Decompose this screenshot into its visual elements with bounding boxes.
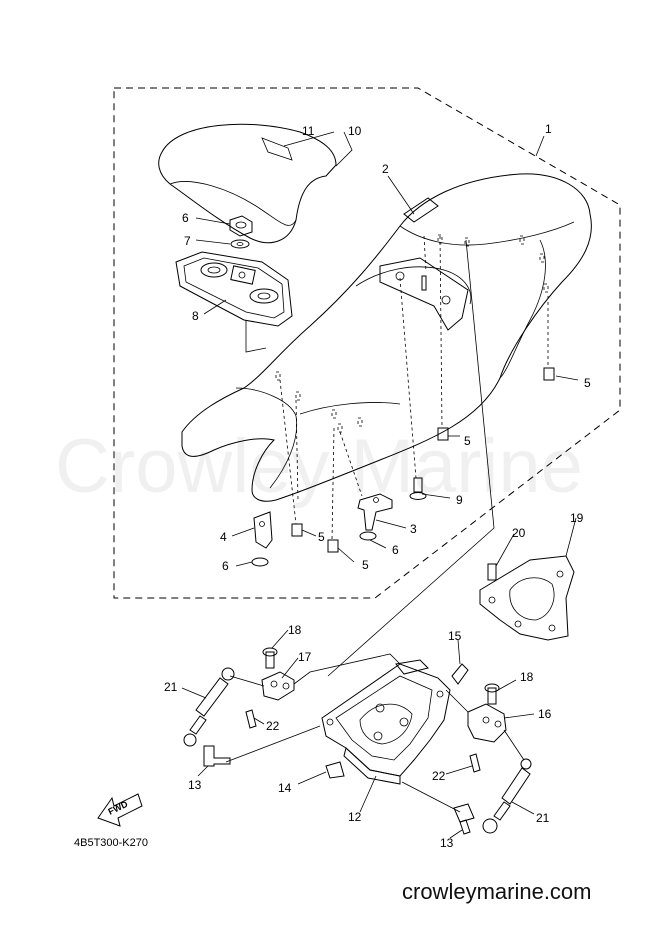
callout-10: 10 (348, 124, 362, 138)
callout-18: 18 (288, 623, 302, 637)
gas-damper-left (183, 667, 235, 747)
assembly-boundary (113, 87, 621, 599)
website-text: crowleymarine.com (402, 879, 592, 904)
callout-13: 13 (440, 836, 454, 850)
callout-14: 14 (278, 781, 292, 795)
gas-damper-right (482, 758, 532, 834)
callout-16: 16 (538, 707, 552, 721)
callout-5: 5 (362, 558, 369, 572)
callout-5: 5 (464, 434, 471, 448)
pin-22-right (469, 753, 481, 773)
callout-8: 8 (192, 309, 199, 323)
callout-15: 15 (448, 629, 462, 643)
callout-6: 6 (182, 211, 189, 225)
callout-12: 12 (348, 810, 362, 824)
callout-21: 21 (164, 680, 178, 694)
studs-13 (203, 745, 475, 835)
callout-22: 22 (432, 769, 446, 783)
callout-2: 2 (382, 162, 389, 176)
grommet-14 (325, 761, 345, 779)
callout-7: 7 (184, 234, 191, 248)
assembly-lines (225, 653, 525, 813)
callout-5: 5 (584, 376, 591, 390)
callout-labels: 1 2 3 4 5 5 5 5 6 6 6 7 8 9 10 11 12 13 … (164, 122, 591, 850)
seat-nut-washer (229, 215, 253, 249)
callout-1: 1 (545, 122, 552, 136)
seat-underside-bracket (379, 257, 469, 331)
clip-15 (451, 663, 469, 685)
callout-6: 6 (222, 559, 229, 573)
callout-6: 6 (392, 543, 399, 557)
seat-hook-4 (251, 511, 273, 567)
fasteners (291, 367, 555, 553)
callout-5: 5 (318, 530, 325, 544)
callout-13: 13 (188, 778, 202, 792)
bolts-18 (262, 647, 500, 705)
seat-base-plate (175, 251, 293, 327)
damper-bracket-16 (467, 703, 507, 743)
main-seat (181, 173, 592, 502)
callout-9: 9 (456, 493, 463, 507)
seat-frame-12 (321, 659, 451, 785)
callout-3: 3 (410, 522, 417, 536)
seat-hook-3 (357, 493, 393, 541)
seat-hidden-marks (275, 234, 549, 433)
callout-4: 4 (220, 530, 227, 544)
callout-21: 21 (536, 811, 550, 825)
watermark-text: Crowley Marine (55, 424, 583, 509)
pin-22-left (245, 709, 257, 729)
projection-lines (279, 235, 549, 677)
callout-20: 20 (512, 526, 526, 540)
leader-lines (181, 131, 579, 839)
callout-19: 19 (570, 511, 584, 525)
callout-11: 11 (302, 124, 315, 138)
forward-arrow-icon: FWD (97, 793, 143, 827)
damper-bracket-17 (261, 671, 295, 701)
rear-bracket-19 (479, 555, 575, 641)
drawing-code: 4B5T300-K270 (74, 837, 148, 849)
callout-18: 18 (520, 670, 534, 684)
callout-17: 17 (298, 650, 312, 664)
callout-22: 22 (266, 719, 280, 733)
passenger-seat (158, 123, 337, 244)
